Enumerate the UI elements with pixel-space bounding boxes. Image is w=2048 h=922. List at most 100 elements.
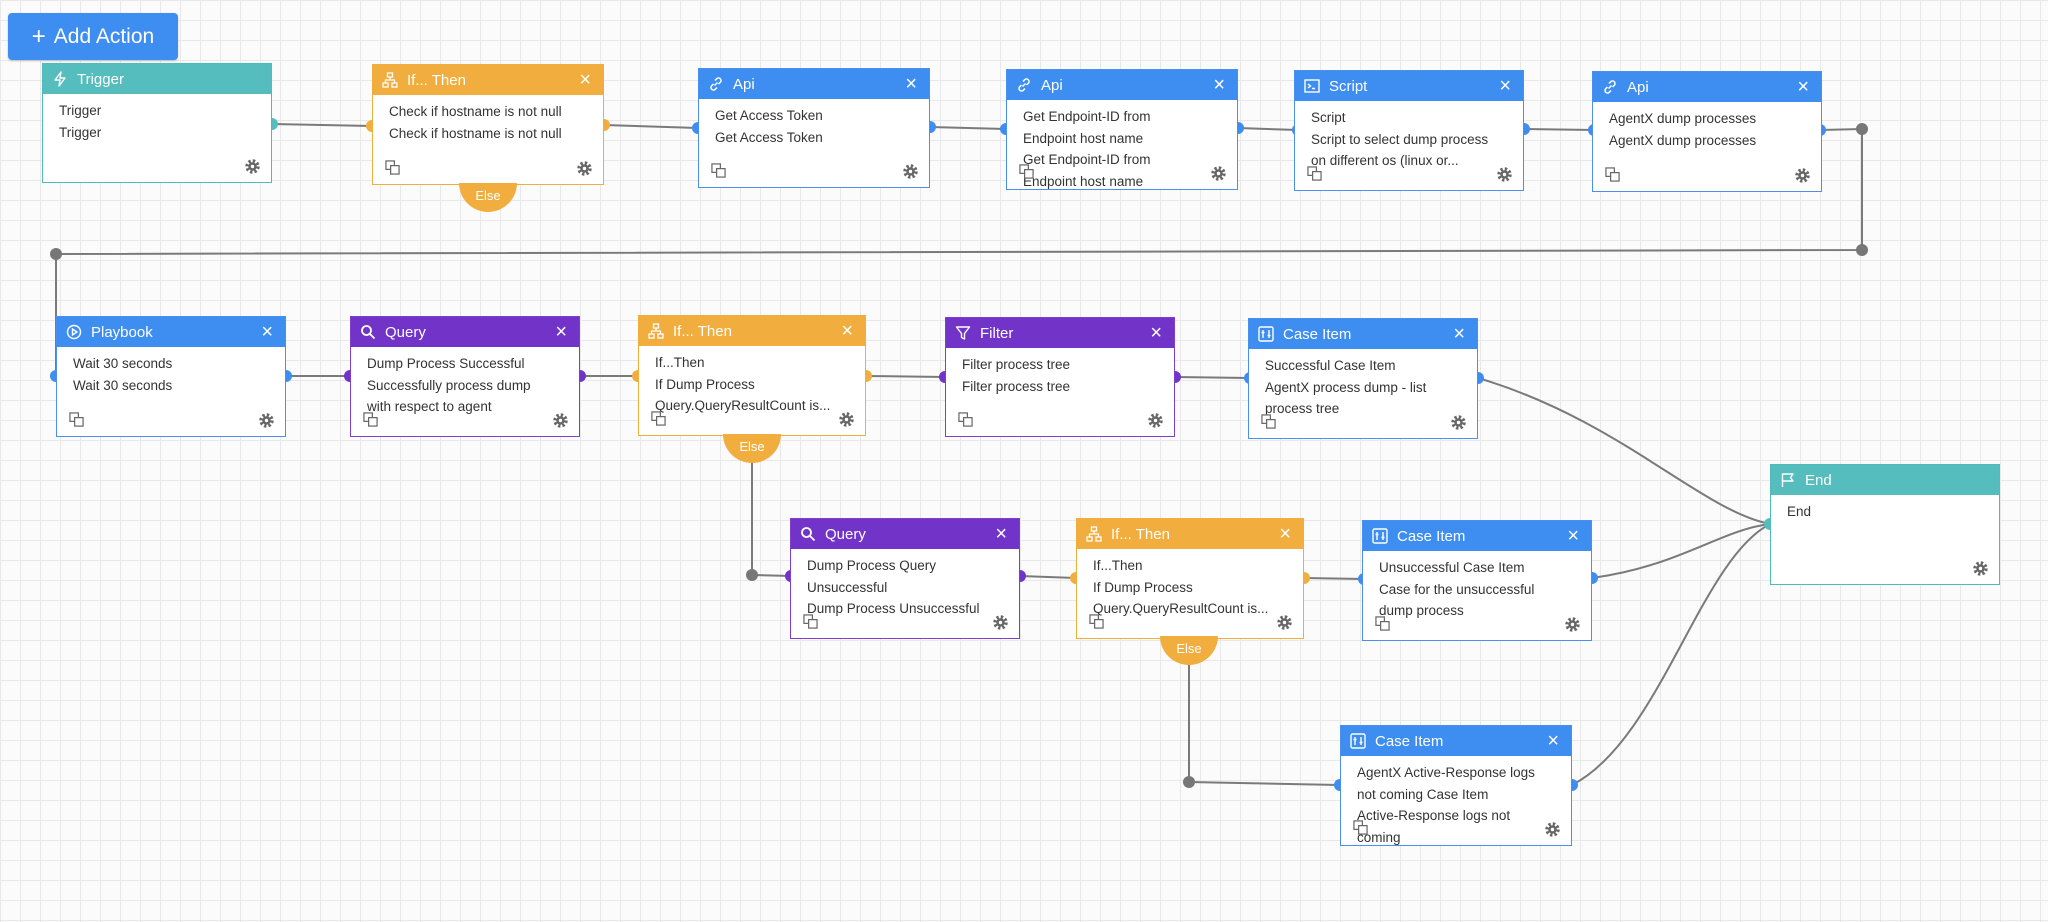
edge-junction: [50, 248, 62, 260]
node-line: Dump Process Query: [807, 558, 937, 573]
gear-icon[interactable]: [1794, 167, 1811, 184]
gear-icon[interactable]: [1544, 821, 1561, 838]
copy-icon[interactable]: [69, 412, 84, 427]
node-title: Api: [733, 75, 755, 93]
edge-junction: [1856, 123, 1868, 135]
gear-icon[interactable]: [1276, 614, 1293, 631]
node-line: Dump Process Successful: [367, 356, 525, 371]
search-icon: [799, 525, 817, 543]
gear-icon[interactable]: [244, 158, 261, 175]
else-branch-handle[interactable]: Else: [1160, 636, 1218, 665]
else-branch-handle[interactable]: Else: [723, 434, 781, 463]
node-case-item-successful[interactable]: Case Item × Successful Case Item AgentX …: [1248, 318, 1478, 439]
node-line: Get Access Token: [715, 108, 823, 123]
copy-icon[interactable]: [651, 411, 666, 426]
else-branch-handle[interactable]: Else: [459, 183, 517, 212]
case-icon: [1349, 732, 1367, 750]
node-line: Dump Process Unsuccessful: [807, 601, 980, 616]
node-line: If...Then: [1093, 558, 1143, 573]
gear-icon[interactable]: [258, 412, 275, 429]
close-icon[interactable]: ×: [555, 321, 567, 343]
copy-icon[interactable]: [1375, 616, 1390, 631]
node-end[interactable]: End End: [1770, 464, 2000, 585]
gear-icon[interactable]: [552, 412, 569, 429]
play-circle-icon: [65, 323, 83, 341]
node-script[interactable]: Script × Script Script to select dump pr…: [1294, 70, 1524, 191]
node-line: Unsuccessful: [807, 579, 888, 595]
plus-icon: +: [31, 22, 46, 50]
node-line: Check if hostname is not null: [389, 125, 562, 141]
node-line: Check if hostname is not null: [389, 104, 562, 119]
close-icon[interactable]: ×: [1567, 525, 1579, 547]
node-line: If Dump Process: [1093, 579, 1193, 595]
node-trigger[interactable]: Trigger Trigger Trigger: [42, 63, 272, 183]
node-line: not coming Case Item: [1357, 786, 1489, 802]
gear-icon[interactable]: [1972, 560, 1989, 577]
node-api-get-endpoint-id[interactable]: Api × Get Endpoint-ID from Endpoint host…: [1006, 69, 1238, 190]
gear-icon[interactable]: [992, 614, 1009, 631]
gear-icon[interactable]: [902, 163, 919, 180]
node-title: End: [1805, 471, 1832, 489]
lightning-icon: [51, 70, 69, 88]
node-filter[interactable]: Filter × Filter process tree Filter proc…: [945, 317, 1175, 437]
node-line: Filter process tree: [962, 378, 1071, 394]
close-icon[interactable]: ×: [905, 73, 917, 95]
node-if-then-dump-process[interactable]: If... Then × If...Then If Dump Process Q…: [638, 315, 866, 436]
edge-script-api3: [1523, 128, 1595, 131]
copy-icon[interactable]: [1261, 414, 1276, 429]
node-line: Script to select dump process: [1311, 131, 1489, 147]
node-line: Query.QueryResultCount is...: [1093, 601, 1269, 616]
copy-icon[interactable]: [958, 412, 973, 427]
close-icon[interactable]: ×: [1499, 75, 1511, 97]
copy-icon[interactable]: [385, 160, 400, 175]
gear-icon[interactable]: [1147, 412, 1164, 429]
close-icon[interactable]: ×: [1150, 322, 1162, 344]
copy-icon[interactable]: [1605, 167, 1620, 182]
copy-icon[interactable]: [1089, 614, 1104, 629]
node-playbook[interactable]: Playbook × Wait 30 seconds Wait 30 secon…: [56, 316, 286, 437]
node-api-dump-processes[interactable]: Api × AgentX dump processes AgentX dump …: [1592, 71, 1822, 192]
copy-icon[interactable]: [711, 163, 726, 178]
gear-icon[interactable]: [838, 411, 855, 428]
edge-if2-else-query2: [751, 446, 792, 577]
gear-icon[interactable]: [1210, 165, 1227, 182]
node-case-item-unsuccessful[interactable]: Case Item × Unsuccessful Case Item Case …: [1362, 520, 1592, 641]
node-line: process tree: [1265, 401, 1340, 416]
node-case-item-logs-not-coming[interactable]: Case Item × AgentX Active-Response logs …: [1340, 725, 1572, 846]
copy-icon[interactable]: [1307, 166, 1322, 181]
branch-icon: [381, 71, 399, 89]
close-icon[interactable]: ×: [1279, 523, 1291, 545]
gear-icon[interactable]: [1450, 414, 1467, 431]
node-line: AgentX dump processes: [1609, 111, 1757, 126]
edge-api2-script: [1237, 127, 1299, 131]
close-icon[interactable]: ×: [579, 69, 591, 91]
node-query-dump-successful[interactable]: Query × Dump Process Successful Successf…: [350, 316, 580, 437]
close-icon[interactable]: ×: [841, 320, 853, 342]
node-line: Filter process tree: [962, 357, 1071, 372]
add-action-button[interactable]: + Add Action: [8, 13, 178, 60]
close-icon[interactable]: ×: [1797, 76, 1809, 98]
copy-icon[interactable]: [803, 614, 818, 629]
edge-case2-end: [1591, 523, 1771, 579]
node-if-then-hostname[interactable]: If... Then × Check if hostname is not nu…: [372, 64, 604, 185]
node-line: If...Then: [655, 355, 705, 370]
node-query-dump-unsuccessful[interactable]: Query × Dump Process Query Unsuccessful …: [790, 518, 1020, 639]
gear-icon[interactable]: [1564, 616, 1581, 633]
gear-icon[interactable]: [1496, 166, 1513, 183]
node-line: Get Endpoint-ID from: [1023, 152, 1151, 167]
copy-icon[interactable]: [1019, 164, 1034, 179]
copy-icon[interactable]: [363, 412, 378, 427]
node-line: on different os (linux or...: [1311, 153, 1459, 168]
close-icon[interactable]: ×: [1453, 323, 1465, 345]
node-if-then-dump-process-2[interactable]: If... Then × If...Then If Dump Process Q…: [1076, 518, 1304, 639]
add-action-label: Add Action: [53, 24, 155, 48]
copy-icon[interactable]: [1353, 820, 1368, 835]
close-icon[interactable]: ×: [1213, 74, 1225, 96]
node-api-get-access-token[interactable]: Api × Get Access Token Get Access Token: [698, 68, 930, 188]
close-icon[interactable]: ×: [261, 321, 273, 343]
gear-icon[interactable]: [576, 160, 593, 177]
close-icon[interactable]: ×: [995, 523, 1007, 545]
branch-icon: [1085, 525, 1103, 543]
close-icon[interactable]: ×: [1547, 730, 1559, 752]
node-line: Wait 30 seconds: [73, 377, 173, 393]
